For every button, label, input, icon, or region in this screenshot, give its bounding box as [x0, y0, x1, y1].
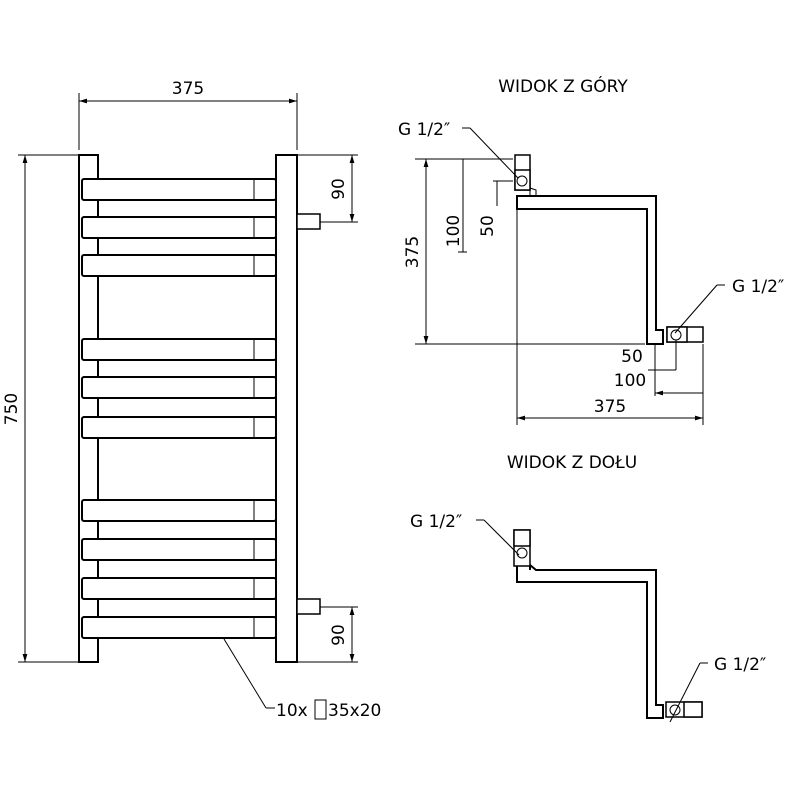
top-offset-label: 90	[329, 178, 349, 200]
width-label: 375	[172, 79, 204, 99]
height-dimension: 750	[2, 154, 79, 663]
bar-spec-size: 35x20	[328, 701, 381, 721]
bottom-thread-label-1: G 1/2″	[410, 512, 462, 532]
horizontal-bars	[81, 178, 277, 639]
bottom-offset-label: 90	[329, 624, 349, 646]
horizontal-bar-2	[81, 216, 277, 239]
top-dim-100-h: 100	[614, 371, 646, 391]
top-connection-stub	[296, 213, 321, 230]
horizontal-bar-7	[81, 499, 277, 522]
top-valve-1-port	[516, 175, 528, 187]
height-label: 750	[2, 393, 22, 425]
bottom-offset-dimension: 90	[297, 606, 358, 663]
top-thread-label-1: G 1/2″	[398, 120, 450, 140]
bar-spec-callout: 10x 35x20	[223, 638, 381, 721]
top-dim-50-v: 50	[478, 215, 498, 237]
top-view-title: WIDOK Z GÓRY	[498, 75, 628, 97]
front-view: 375 750 90 90 10x 35x2	[2, 79, 381, 721]
horizontal-bar-8	[81, 538, 277, 561]
bottom-view: WIDOK Z DOŁU G 1/2″ G 1/2″	[410, 453, 766, 723]
horizontal-bar-3	[81, 254, 277, 277]
bottom-thread-label-2: G 1/2″	[714, 655, 766, 675]
left-collector	[78, 154, 99, 663]
horizontal-bar-1	[81, 178, 277, 201]
top-dim-50-h: 50	[621, 347, 643, 367]
top-thread-label-2: G 1/2″	[732, 277, 784, 297]
horizontal-bar-4	[81, 338, 277, 361]
width-dimension: 375	[78, 79, 298, 150]
top-view: WIDOK Z GÓRY G 1/2″ G 1/2″ 375 100 50	[398, 75, 784, 425]
bottom-view-title: WIDOK Z DOŁU	[507, 453, 637, 473]
top-offset-dimension: 90	[297, 154, 358, 223]
top-view-pipe	[516, 195, 664, 345]
right-collector	[275, 154, 298, 663]
horizontal-bar-9	[81, 577, 277, 600]
bar-spec-count: 10x	[276, 701, 308, 721]
bottom-valve-2-port	[669, 704, 681, 716]
top-dim-100-v: 100	[444, 215, 464, 247]
horizontal-bar-6	[81, 416, 277, 439]
bottom-connection-stub	[296, 598, 321, 615]
bottom-view-pipe	[516, 562, 664, 719]
horizontal-bar-10	[81, 616, 277, 639]
rect-profile-icon	[314, 699, 327, 720]
top-depth-label: 375	[403, 236, 423, 268]
top-dim-375-h: 375	[594, 397, 626, 417]
horizontal-bar-5	[81, 376, 277, 399]
